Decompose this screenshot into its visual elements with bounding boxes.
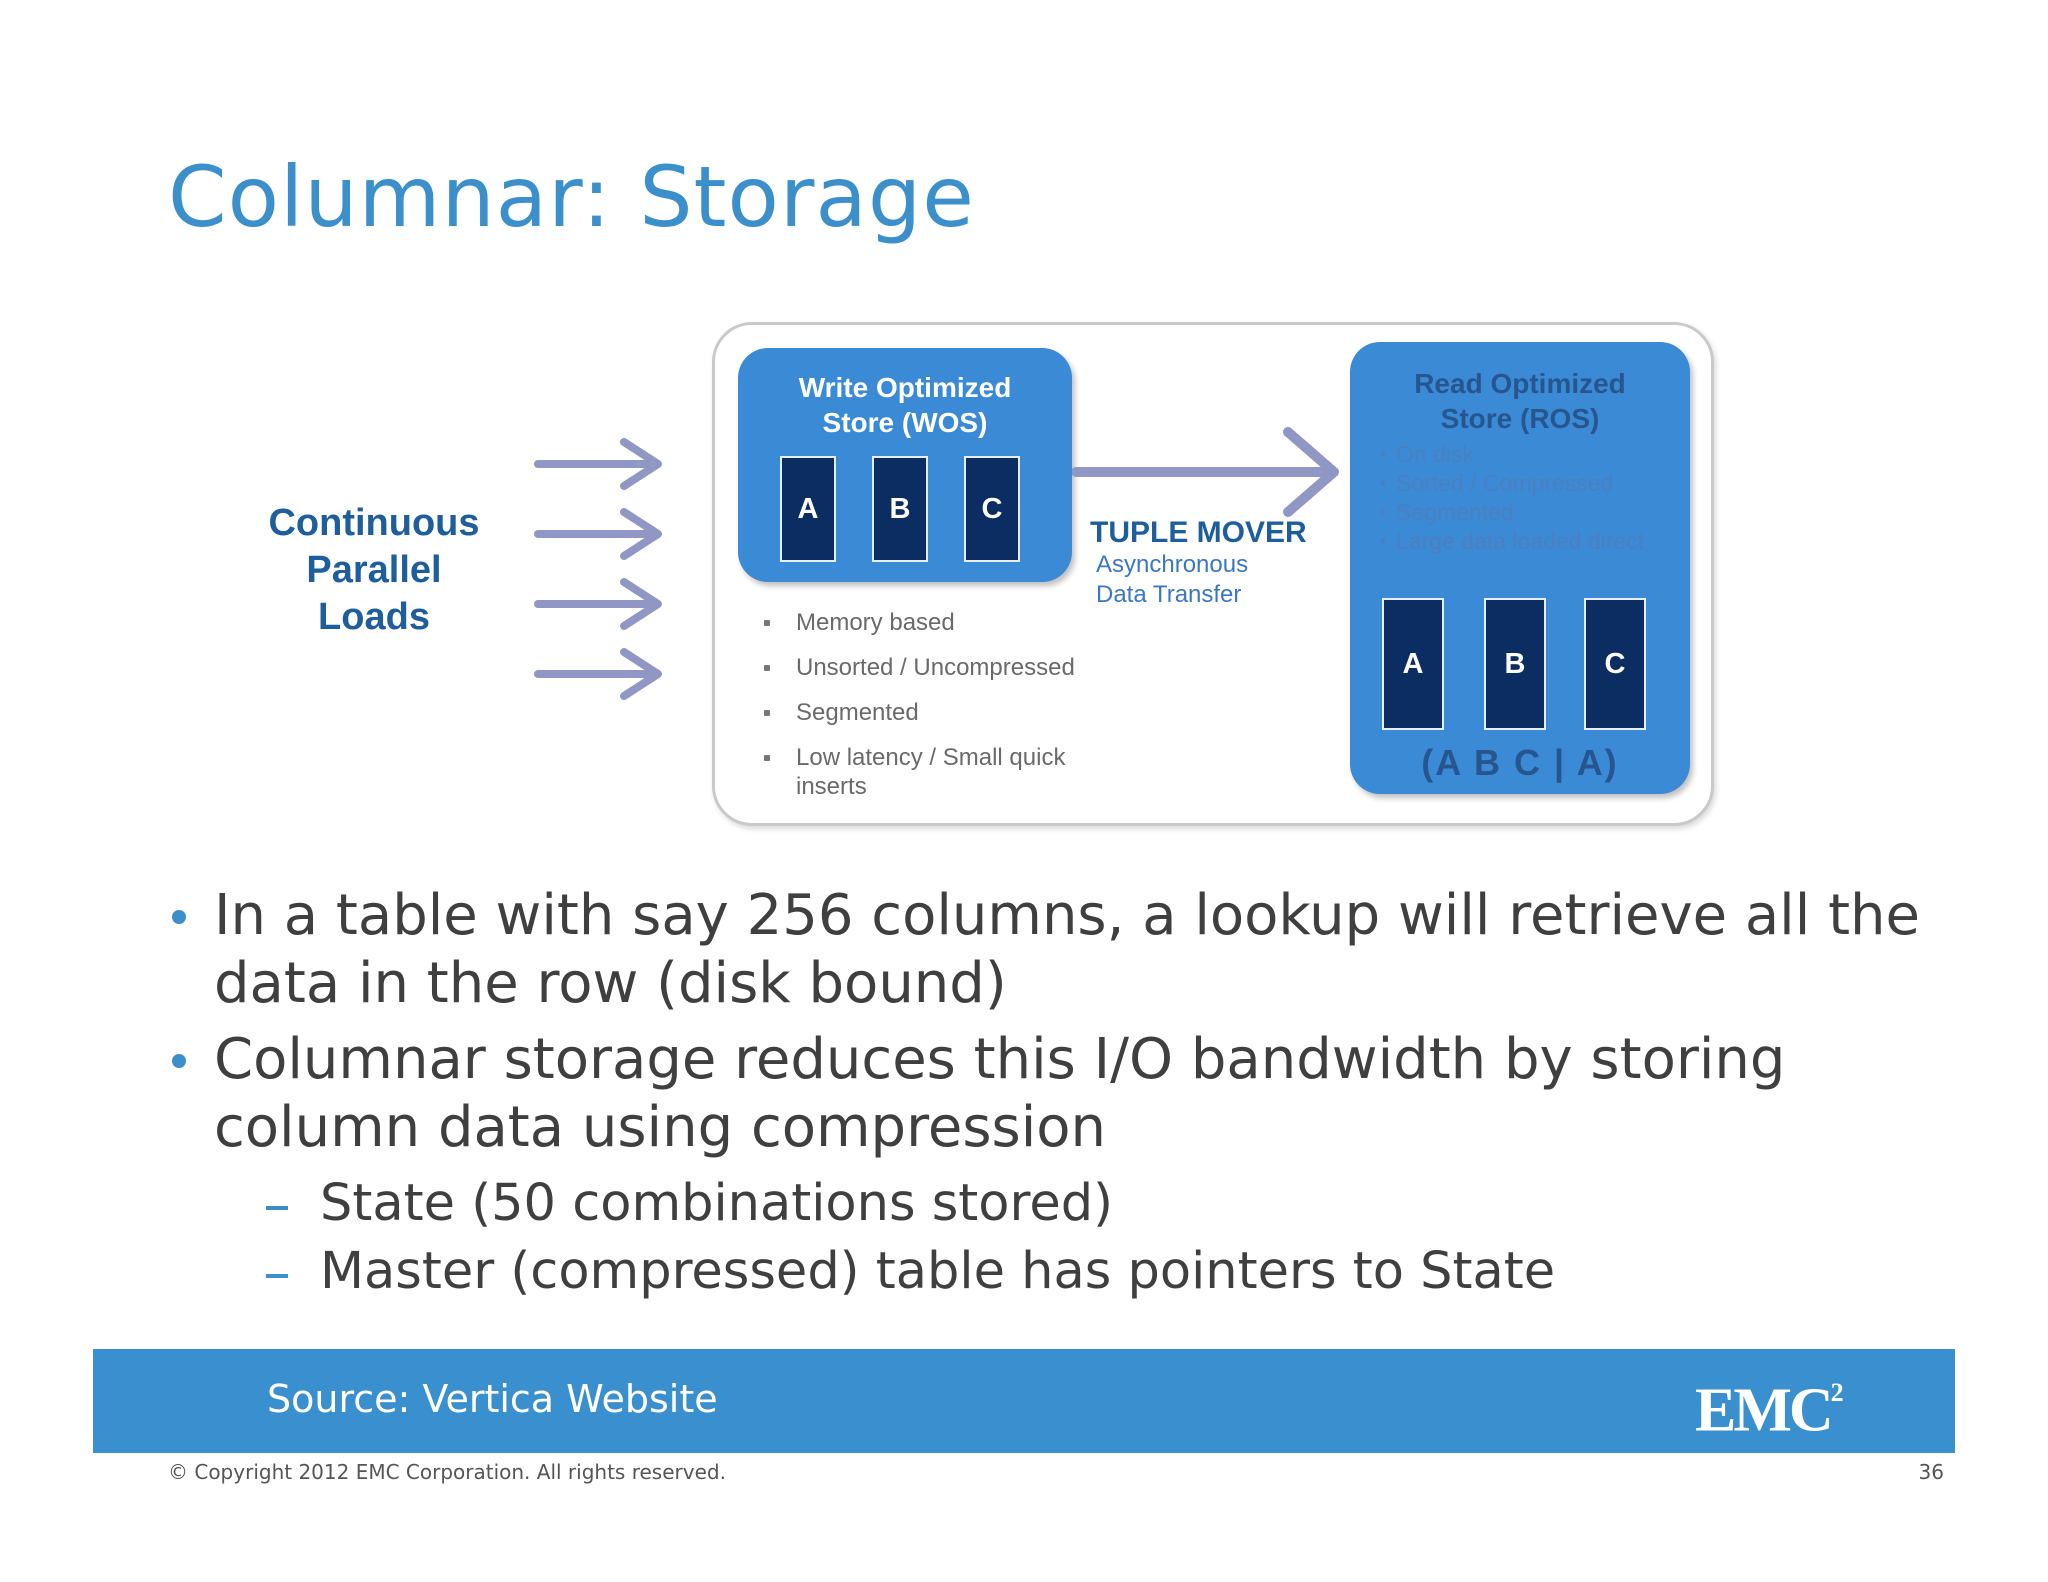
sub-bullet-item: State (50 combinations stored) [168,1170,1968,1238]
incoming-arrow-2 [534,508,662,560]
list-item: Segmented [760,698,1140,727]
ros-column-c: C [1584,598,1646,730]
loads-label-line: Continuous [268,502,480,544]
list-item: Low latency / Small quick inserts [760,743,1140,801]
write-optimized-store-box: Write Optimized Store (WOS) A B C [738,348,1072,582]
storage-diagram: Continuous Parallel Loads Write Optimize… [232,310,1714,840]
list-item: Memory based [760,608,1140,637]
ros-features-list: On disk Sorted / Compressed Segmented La… [1380,440,1680,556]
loads-label-line: Loads [318,596,430,638]
list-item: Sorted / Compressed [1380,469,1680,498]
sub-bullet-item: Master (compressed) table has pointers t… [168,1238,1968,1306]
slide-title: Columnar: Storage [168,148,975,246]
tuple-mover-label: TUPLE MOVER Asynchronous Data Transfer [1090,516,1307,610]
ros-projection-label: (A B C | A) [1421,742,1619,783]
bullet-item: In a table with say 256 columns, a looku… [168,882,1968,1018]
emc-logo: EMC2 [1695,1376,1844,1445]
page-number: 36 [1918,1460,1944,1484]
incoming-arrow-4 [534,648,662,700]
continuous-parallel-loads-label: Continuous Parallel Loads [232,500,516,641]
wos-column-a: A [780,456,836,562]
tuple-mover-arrow [1072,427,1339,517]
incoming-arrow-1 [534,438,662,490]
ros-title: Read Optimized Store (ROS) [1414,368,1626,434]
incoming-arrow-3 [534,578,662,630]
bullet-item: Columnar storage reduces this I/O bandwi… [168,1026,1968,1162]
incoming-arrows [534,438,662,700]
loads-label-line: Parallel [306,549,442,591]
wos-column-b: B [872,456,928,562]
slide-bullets: In a table with say 256 columns, a looku… [168,882,1968,1306]
tuple-mover-subtitle: Asynchronous Data Transfer [1096,551,1249,608]
footer-bar: Source: Vertica Website EMC2 [93,1349,1955,1453]
wos-title: Write Optimized Store (WOS) [798,372,1012,438]
copyright-notice: © Copyright 2012 EMC Corporation. All ri… [168,1460,726,1484]
list-item: On disk [1380,440,1680,469]
source-citation: Source: Vertica Website [267,1377,718,1421]
wos-features-list: Memory based Unsorted / Uncompressed Seg… [760,608,1140,817]
read-optimized-store-box: Read Optimized Store (ROS) On disk Sorte… [1350,342,1690,794]
list-item: Large data loaded direct [1380,527,1680,556]
wos-column-c: C [964,456,1020,562]
list-item: Unsorted / Uncompressed [760,653,1140,682]
list-item: Segmented [1380,498,1680,527]
tuple-mover-title: TUPLE MOVER [1090,516,1307,549]
ros-column-b: B [1484,598,1546,730]
ros-column-a: A [1382,598,1444,730]
